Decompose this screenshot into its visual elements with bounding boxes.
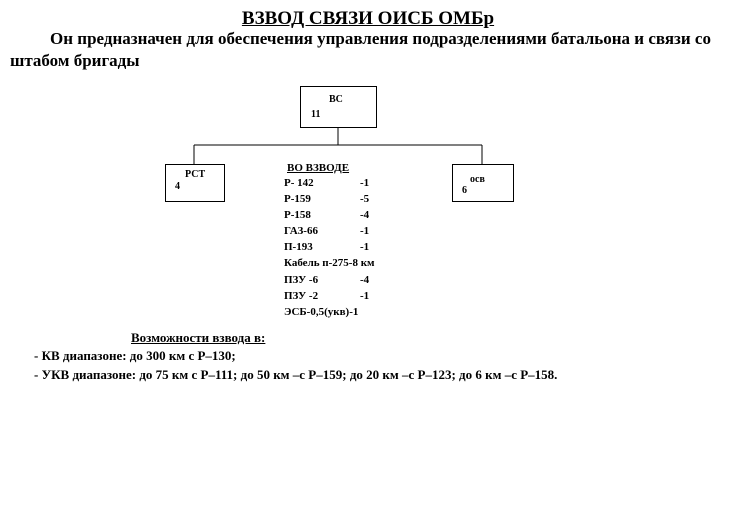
equipment-title: ВО ВЗВОДЕ xyxy=(287,162,350,174)
equipment-item-name: ПЗУ -6 xyxy=(284,273,319,286)
equipment-item-name: Р-159 xyxy=(284,193,311,206)
intro-text: Он предназначен для обеспечения управлен… xyxy=(10,29,711,70)
equipment-item-name: Кабель п-275-8 км xyxy=(284,257,375,270)
org-box-left-name: РСТ xyxy=(185,169,206,180)
capabilities-title: Возможности взвода в: xyxy=(131,330,266,345)
equipment-item-qty: -5 xyxy=(360,193,370,206)
org-box-right-count: 6 xyxy=(462,185,467,196)
org-box-right: осв 6 xyxy=(452,164,514,202)
equipment-item-qty: -4 xyxy=(360,209,370,222)
org-box-left: РСТ 4 xyxy=(165,164,225,202)
equipment-item-qty: -1 xyxy=(360,177,370,189)
equipment-item-name: ГАЗ-66 xyxy=(284,225,318,238)
org-box-right-name: осв xyxy=(470,174,485,185)
equipment-item-qty: -4 xyxy=(360,273,370,286)
org-box-top-count: 11 xyxy=(311,109,321,120)
equipment-item-qty: -1 xyxy=(360,241,370,254)
org-box-left-count: 4 xyxy=(175,181,180,192)
capability-line: - УКВ диапазоне: до 75 км с Р–111; до 50… xyxy=(34,367,558,382)
equipment-item-name: Р-158 xyxy=(284,209,311,222)
page-title: ВЗВОД СВЯЗИ ОИСБ ОМБр xyxy=(241,8,495,29)
org-box-top: ВС 11 xyxy=(300,86,377,128)
equipment-item-qty: -1 xyxy=(360,289,370,302)
org-box-top-name: ВС xyxy=(329,94,343,105)
equipment-item-name: ЭСБ-0,5(укв)-1 xyxy=(284,305,359,318)
capability-line: - КВ диапазоне: до 300 км с Р–130; xyxy=(34,348,236,363)
equipment-item-name: П-193 xyxy=(284,241,313,254)
equipment-item-name: ПЗУ -2 xyxy=(284,289,319,302)
equipment-item-qty: -1 xyxy=(360,225,370,238)
equipment-item-name: Р- 142 xyxy=(284,177,314,189)
